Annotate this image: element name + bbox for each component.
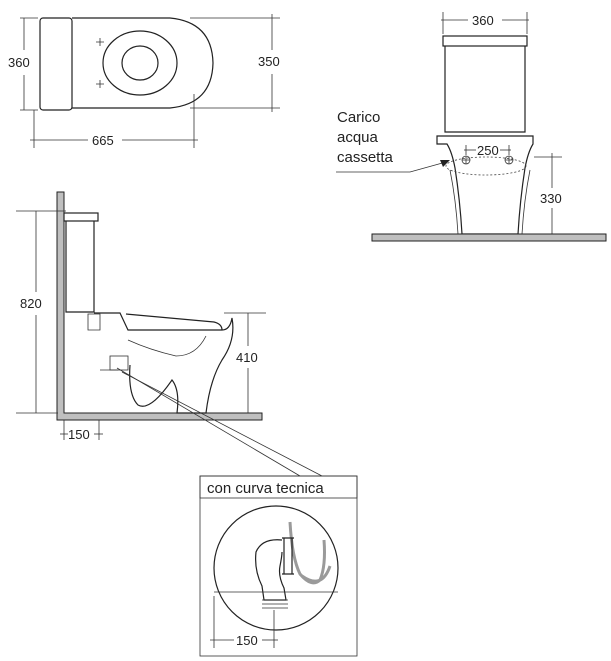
dim-front-width: 360 [472, 13, 494, 28]
dim-inlet-height: 330 [540, 191, 562, 206]
water-inlet-label-1: Carico [337, 109, 380, 126]
front-floor [371, 233, 607, 242]
side-wall-floor [56, 191, 263, 421]
side-bowl-outline [94, 312, 234, 414]
dim-top-depth: 350 [258, 54, 280, 69]
dim-seat-height: 410 [236, 350, 258, 365]
front-tank-body [444, 46, 526, 133]
side-tank-lid [63, 212, 99, 222]
detail-box: con curva tecnica 150 [199, 475, 358, 657]
top-bowl-inner [102, 30, 178, 96]
water-inlet-label-2: acqua [337, 129, 379, 146]
detail-bend-pipe [282, 537, 294, 575]
dim-wall-offset: 150 [68, 427, 90, 442]
detail-title-box [199, 475, 358, 499]
top-bowl-outline [72, 17, 214, 109]
side-tank-body [65, 221, 95, 313]
side-view: 820 410 150 [16, 191, 323, 477]
detail-title: con curva tecnica [207, 480, 324, 497]
detail-curve [255, 539, 287, 601]
water-inlet-area [445, 156, 527, 176]
dim-inlet-spacing: 250 [477, 143, 499, 158]
top-bowl-hole [121, 45, 159, 81]
front-view: 360 250 330 Carico acqua cassetta [336, 12, 607, 242]
dim-top-length: 665 [92, 133, 114, 148]
dim-detail-offset: 150 [236, 633, 258, 648]
leader-arrowhead [440, 160, 450, 167]
top-fixing-mark [96, 38, 104, 88]
top-tank [39, 17, 73, 111]
detail-frame [199, 475, 358, 657]
front-tank [442, 35, 528, 47]
water-inlet-label-3: cassetta [337, 149, 394, 166]
top-view: 360 350 665 [8, 14, 280, 148]
dim-top-width: 360 [8, 55, 30, 70]
dim-side-height: 820 [20, 296, 42, 311]
detail-circle [213, 505, 339, 631]
